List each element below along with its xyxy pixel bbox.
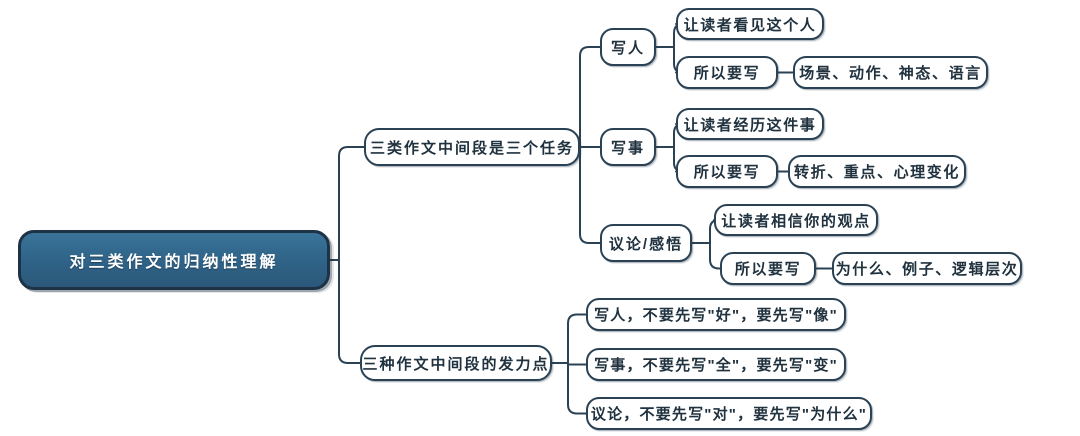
node-所以要写[interactable]: 所以要写 — [676, 155, 778, 188]
node-写事[interactable]: 写事 — [600, 128, 656, 166]
node-议论-感悟[interactable]: 议论/感悟 — [600, 224, 692, 262]
node-让读者相信你的观点[interactable]: 让读者相信你的观点 — [714, 204, 878, 236]
connector-path — [567, 403, 587, 415]
node-写事-不要先写-全-要先写-变-[interactable]: 写事，不要先写"全"，要先写"变" — [586, 348, 846, 381]
connector-path — [709, 258, 721, 270]
node-议论-不要先写-对-要先写-为什么-[interactable]: 议论，不要先写"对"，要先写"为什么" — [586, 397, 872, 430]
node-让读者看见这个人[interactable]: 让读者看见这个人 — [676, 8, 824, 40]
node-写人[interactable]: 写人 — [600, 28, 656, 66]
node-为什么-例子-逻辑层次[interactable]: 为什么、例子、逻辑层次 — [832, 252, 1022, 285]
connector-path — [579, 233, 601, 244]
node-所以要写[interactable]: 所以要写 — [720, 252, 816, 285]
node-写人-不要先写-好-要先写-像-[interactable]: 写人，不要先写"好"，要先写"像" — [586, 298, 846, 331]
connector-path — [567, 313, 587, 325]
connector-path — [338, 146, 365, 157]
node-转折-重点-心理变化[interactable]: 转折、重点、心理变化 — [788, 155, 966, 188]
connector-path — [579, 46, 601, 57]
node-让读者经历这件事[interactable]: 让读者经历这件事 — [676, 108, 824, 140]
node-场景-动作-神态-语言[interactable]: 场景、动作、神态、语言 — [793, 56, 988, 89]
node-所以要写[interactable]: 所以要写 — [676, 56, 778, 89]
connector-path — [338, 353, 361, 364]
node-对三类作文的归纳性理解[interactable]: 对三类作文的归纳性理解 — [18, 230, 330, 290]
node-三种作文中间段的发力点[interactable]: 三种作文中间段的发力点 — [360, 345, 552, 381]
node-三类作文中间段是三个任务[interactable]: 三类作文中间段是三个任务 — [364, 128, 580, 166]
